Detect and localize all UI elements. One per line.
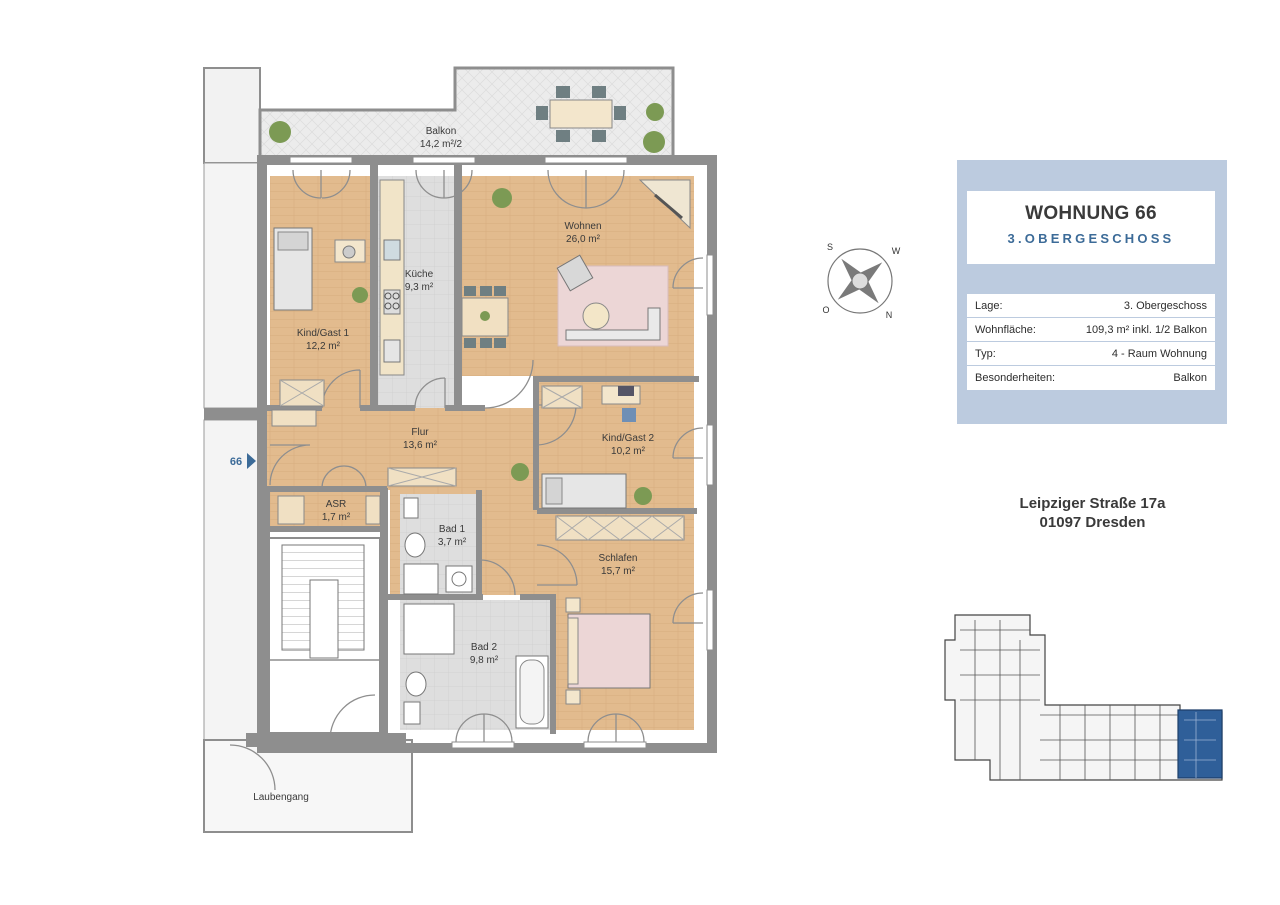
address-block: Leipziger Straße 17a 01097 Dresden [960,494,1225,532]
compass-rose-icon: S W O N [822,242,900,320]
room-area-flur: 13,6 m² [403,440,438,451]
interior-walls [262,165,699,738]
furniture-wohnen [461,179,691,348]
furniture-kind1 [273,227,368,407]
room-area-bad2: 9,8 m² [470,655,499,666]
detail-row-typ: Typ: 4 - Raum Wohnung [967,342,1215,366]
furniture-flur [271,409,529,525]
detail-label: Besonderheiten: [975,372,1056,384]
room-name-wohnen: Wohnen [564,221,601,232]
address-street: Leipziger Straße 17a [1019,495,1166,512]
room-name-bad1: Bad 1 [439,524,466,535]
room-area-kind1: 12,2 m² [306,341,341,352]
room-area-balkon: 14,2 m²/2 [420,139,463,150]
detail-value: 4 - Raum Wohnung [1111,348,1207,360]
detail-label: Wohnfläche: [975,324,1036,336]
detail-value: 3. Obergeschoss [1123,300,1207,312]
entrance-marker: 66 [230,453,256,469]
furniture-kueche [379,179,405,376]
entrance-arrow-icon [247,453,256,469]
detail-row-wohnflaeche: Wohnfläche: 109,3 m² inkl. 1/2 Balkon [967,318,1215,342]
door-swings [229,169,704,791]
detail-row-lage: Lage: 3. Obergeschoss [967,294,1215,318]
address-city: 01097 Dresden [1039,514,1146,531]
apartment-floor: 3.OBERGESCHOSS [1007,231,1175,246]
laubengang-area [203,739,413,833]
apartment-info-card: WOHNUNG 66 3.OBERGESCHOSS Lage: 3. Oberg… [957,160,1227,424]
balcony-furniture [269,86,665,153]
room-area-bad1: 3,7 m² [438,537,467,548]
furniture-schlafen [555,515,685,705]
stair-landing [309,579,339,659]
compass-n: N [886,310,893,320]
room-name-kind2: Kind/Gast 2 [602,433,655,444]
room-area-kind2: 10,2 m² [611,446,646,457]
adjacent-wall-area [203,162,263,409]
furniture-bad1 [403,497,473,595]
corridor-strip [203,419,261,741]
building-key-plan [944,614,1223,781]
furniture-kind2 [541,385,652,509]
compass-w: W [892,246,901,256]
compass-s: S [827,242,833,252]
entrance-number: 66 [230,456,242,468]
room-name-balkon: Balkon [426,126,457,137]
furniture-bad2 [403,603,549,729]
adjacent-unit [203,67,261,164]
room-area-asr: 1,7 m² [322,512,351,523]
highlighted-unit [1177,709,1223,779]
room-area-wohnen: 26,0 m² [566,234,601,245]
apartment-details-table: Lage: 3. Obergeschoss Wohnfläche: 109,3 … [967,294,1215,390]
room-name-kueche: Küche [405,269,434,280]
room-area-schlafen: 15,7 m² [601,566,636,577]
apartment-header: WOHNUNG 66 3.OBERGESCHOSS [967,191,1215,264]
compass-o: O [822,305,829,315]
room-name-asr: ASR [326,499,347,510]
room-name-bad2: Bad 2 [471,642,498,653]
detail-label: Typ: [975,348,996,360]
room-name-kind1: Kind/Gast 1 [297,328,350,339]
room-area-kueche: 9,3 m² [405,282,434,293]
room-name-schlafen: Schlafen [599,553,638,564]
area-name-laubengang: Laubengang [253,792,309,803]
apartment-title: WOHNUNG 66 [1025,203,1157,224]
detail-value: 109,3 m² inkl. 1/2 Balkon [1085,324,1207,336]
detail-row-besonderheiten: Besonderheiten: Balkon [967,366,1215,390]
room-name-flur: Flur [411,427,429,438]
detail-label: Lage: [975,300,1003,312]
windows [289,156,714,749]
detail-value: Balkon [1173,372,1207,384]
